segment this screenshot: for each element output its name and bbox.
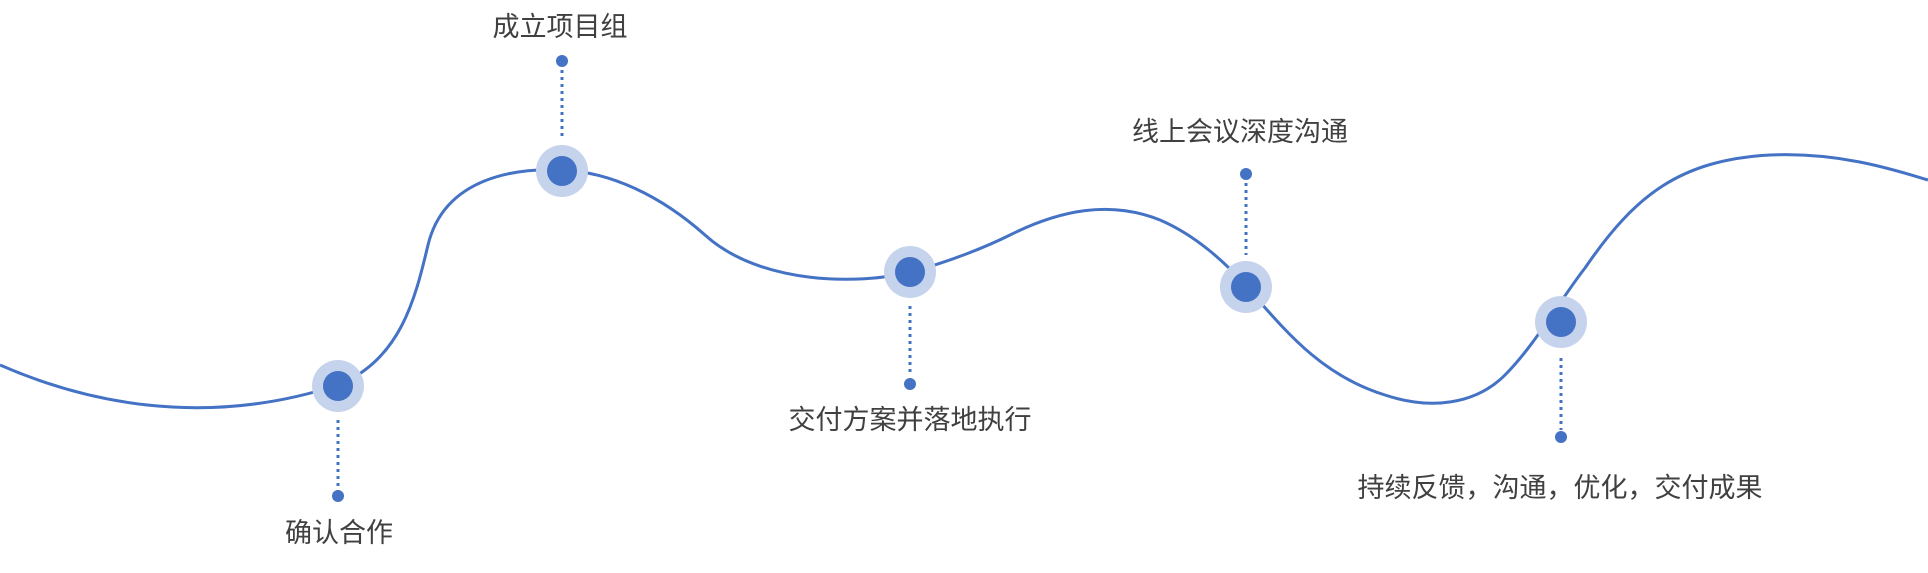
timeline-wave-line — [0, 153, 1928, 410]
milestone-4-label: 线上会议深度沟通 — [1132, 117, 1348, 148]
milestone-4-end-dot — [1240, 168, 1252, 180]
milestone-2-end-dot — [556, 55, 568, 67]
milestone-4-node[interactable] — [1231, 272, 1261, 302]
milestone-5: 持续反馈，沟通，优化，交付成果 — [1358, 296, 1763, 504]
milestone-1-label: 确认合作 — [285, 518, 393, 549]
milestone-1-end-dot — [332, 490, 344, 502]
milestone-3-end-dot — [904, 378, 916, 390]
milestone-5-node[interactable] — [1546, 307, 1576, 337]
milestone-2: 成立项目组 — [493, 12, 628, 197]
milestone-3: 交付方案并落地执行 — [789, 246, 1032, 436]
milestone-1: 确认合作 — [285, 360, 393, 549]
milestone-5-end-dot — [1555, 431, 1567, 443]
milestone-3-node[interactable] — [895, 257, 925, 287]
milestone-2-node[interactable] — [547, 156, 577, 186]
milestone-3-label: 交付方案并落地执行 — [789, 405, 1032, 436]
milestone-1-node[interactable] — [323, 371, 353, 401]
milestone-4: 线上会议深度沟通 — [1132, 117, 1348, 313]
milestone-5-label: 持续反馈，沟通，优化，交付成果 — [1358, 473, 1763, 504]
milestone-2-label: 成立项目组 — [493, 12, 628, 43]
